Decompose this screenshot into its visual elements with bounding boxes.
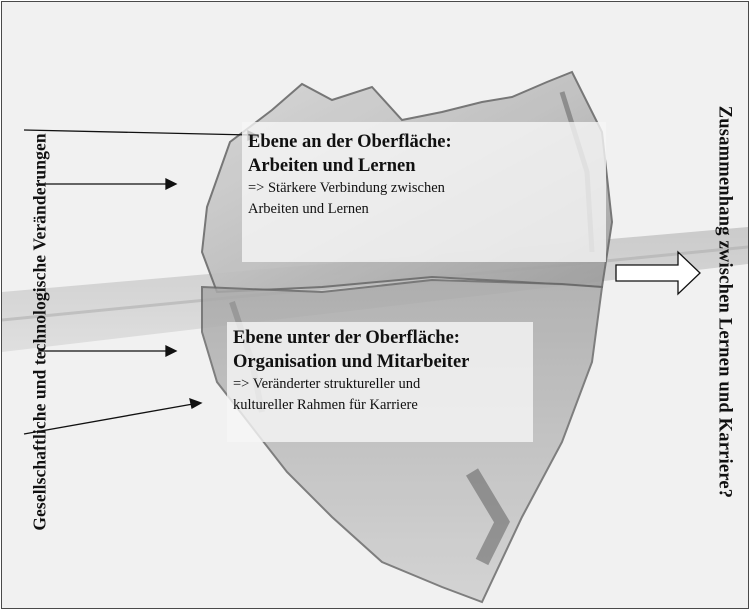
- surface-desc-line2: Arbeiten und Lernen: [248, 199, 600, 220]
- surface-heading-line2: Arbeiten und Lernen: [248, 154, 600, 178]
- surface-desc-line1: => Stärkere Verbindung zwischen: [248, 178, 600, 199]
- below-heading-line1: Ebene unter der Oberfläche:: [233, 326, 527, 350]
- surface-level-box: Ebene an der Oberfläche: Arbeiten und Le…: [242, 122, 606, 262]
- arrow-1: [24, 130, 251, 135]
- below-surface-level-box: Ebene unter der Oberfläche: Organisation…: [227, 322, 533, 442]
- below-desc-line2: kultureller Rahmen für Karriere: [233, 395, 527, 416]
- right-vertical-caption: Zusammenhang zwischen Lernen und Karrier…: [714, 106, 735, 498]
- surface-heading-line1: Ebene an der Oberfläche:: [248, 130, 600, 154]
- below-heading-line2: Organisation und Mitarbeiter: [233, 350, 527, 374]
- left-vertical-caption: Gesellschaftliche und technologische Ver…: [30, 133, 51, 530]
- below-desc-line1: => Veränderter struktureller und: [233, 374, 527, 395]
